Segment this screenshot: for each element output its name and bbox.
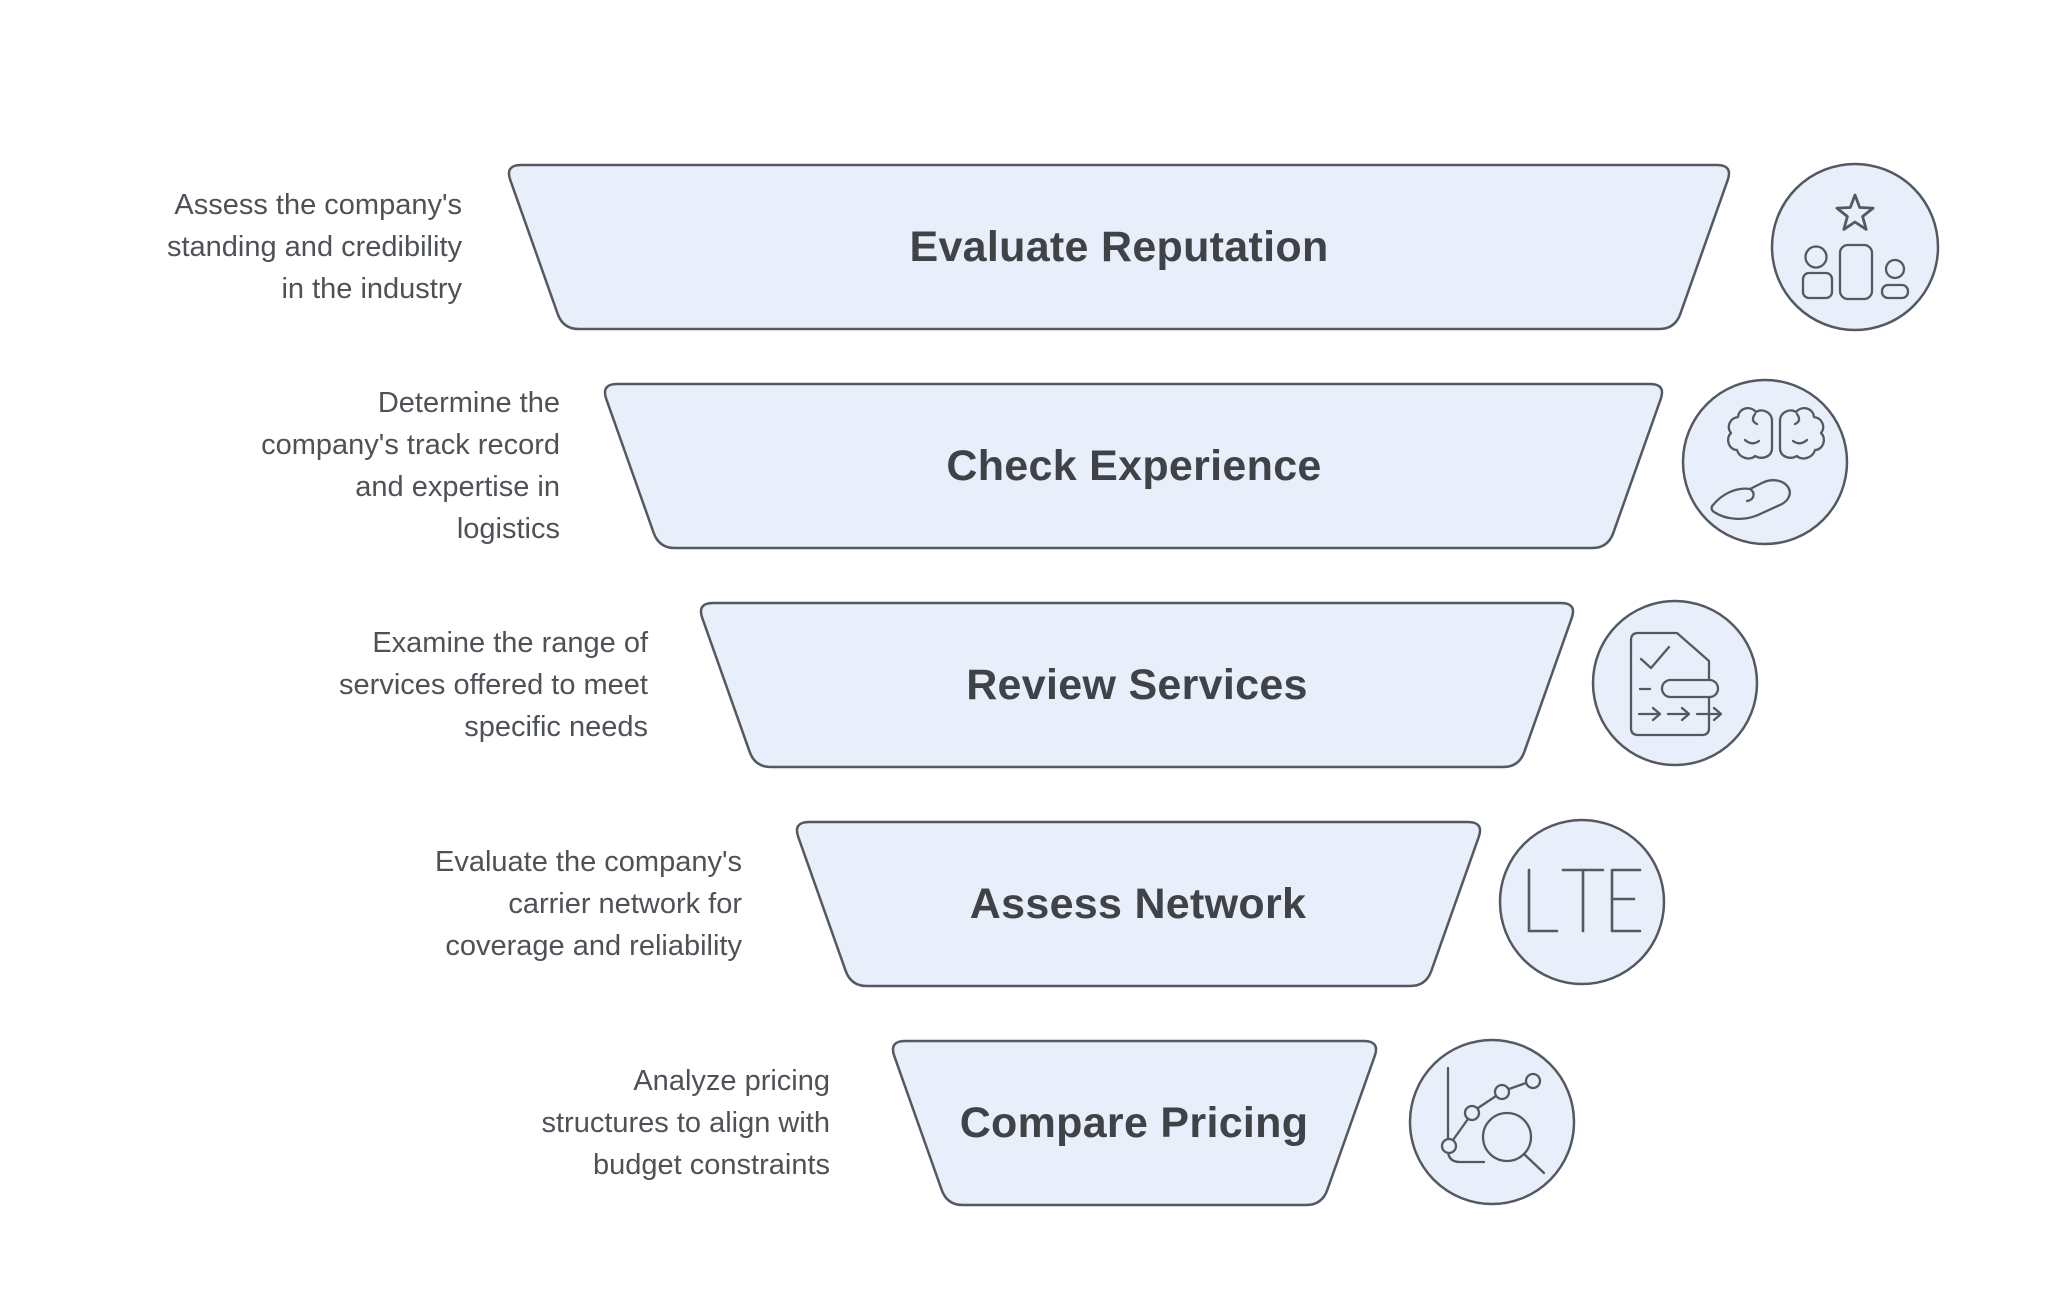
lte-letter-t — [1561, 868, 1605, 933]
brain-right-lobe — [1778, 406, 1825, 460]
right-person-body — [1880, 283, 1910, 300]
hand-thumb-line — [1745, 487, 1755, 503]
trend-line — [1451, 1081, 1528, 1142]
magnifier-handle — [1522, 1152, 1546, 1175]
brain-in-hand-icon — [1681, 378, 1849, 546]
open-hand-glyph — [1710, 479, 1791, 520]
level-4-title: Assess Network — [969, 879, 1307, 928]
data-point-1 — [1440, 1137, 1458, 1155]
document-checklist-arrows-icon — [1591, 599, 1759, 767]
pill-field — [1660, 678, 1720, 699]
magnifier-lens — [1481, 1111, 1533, 1163]
lte-letter-e — [1610, 868, 1642, 933]
icon-circle — [1770, 162, 1940, 332]
reputation-podium-star-icon — [1770, 162, 1940, 332]
left-person-head — [1804, 245, 1828, 269]
level-5-description: Analyze pricing structures to align with… — [541, 1065, 830, 1181]
right-person-head — [1884, 258, 1906, 280]
star-glyph — [1835, 193, 1875, 231]
lte-badge-icon — [1498, 818, 1666, 986]
funnel-segment-2-shape — [603, 382, 1664, 550]
data-point-3 — [1493, 1083, 1511, 1101]
icon-circle — [1681, 378, 1849, 546]
level-1-title: Evaluate Reputation — [909, 222, 1329, 271]
level-5-title: Compare Pricing — [959, 1098, 1309, 1147]
checkmark-glyph — [1639, 645, 1671, 670]
funnel-segment-1-shape — [507, 163, 1731, 331]
brain-right-curl — [1793, 412, 1801, 426]
brain-left-curl — [1751, 412, 1759, 426]
podium-bar — [1838, 243, 1874, 301]
arrow-3 — [1695, 706, 1723, 722]
funnel-segment-3-shape — [699, 601, 1575, 769]
document-outline — [1629, 631, 1711, 737]
arrow-2 — [1666, 706, 1691, 722]
level-3-description: Examine the range of services offered to… — [339, 627, 648, 743]
level-2-description: Determine the company's track record and… — [261, 387, 560, 545]
data-point-2 — [1463, 1104, 1481, 1122]
funnel-segment-4-shape — [795, 820, 1482, 988]
level-3-title: Review Services — [966, 660, 1308, 709]
level-1-description: Assess the company's standing and credib… — [166, 189, 462, 305]
brain-right-fold — [1791, 438, 1809, 445]
brain-left-lobe — [1727, 406, 1774, 460]
data-point-4 — [1524, 1072, 1542, 1090]
level-2-title: Check Experience — [946, 441, 1322, 490]
lte-letter-l — [1527, 868, 1559, 933]
arrow-1 — [1637, 706, 1662, 722]
funnel-segment-5-shape — [891, 1039, 1378, 1207]
chart-magnifier-icon — [1408, 1038, 1576, 1206]
left-person-body — [1801, 271, 1834, 300]
brain-left-fold — [1743, 438, 1761, 445]
level-4-description: Evaluate the company's carrier network f… — [435, 846, 742, 962]
